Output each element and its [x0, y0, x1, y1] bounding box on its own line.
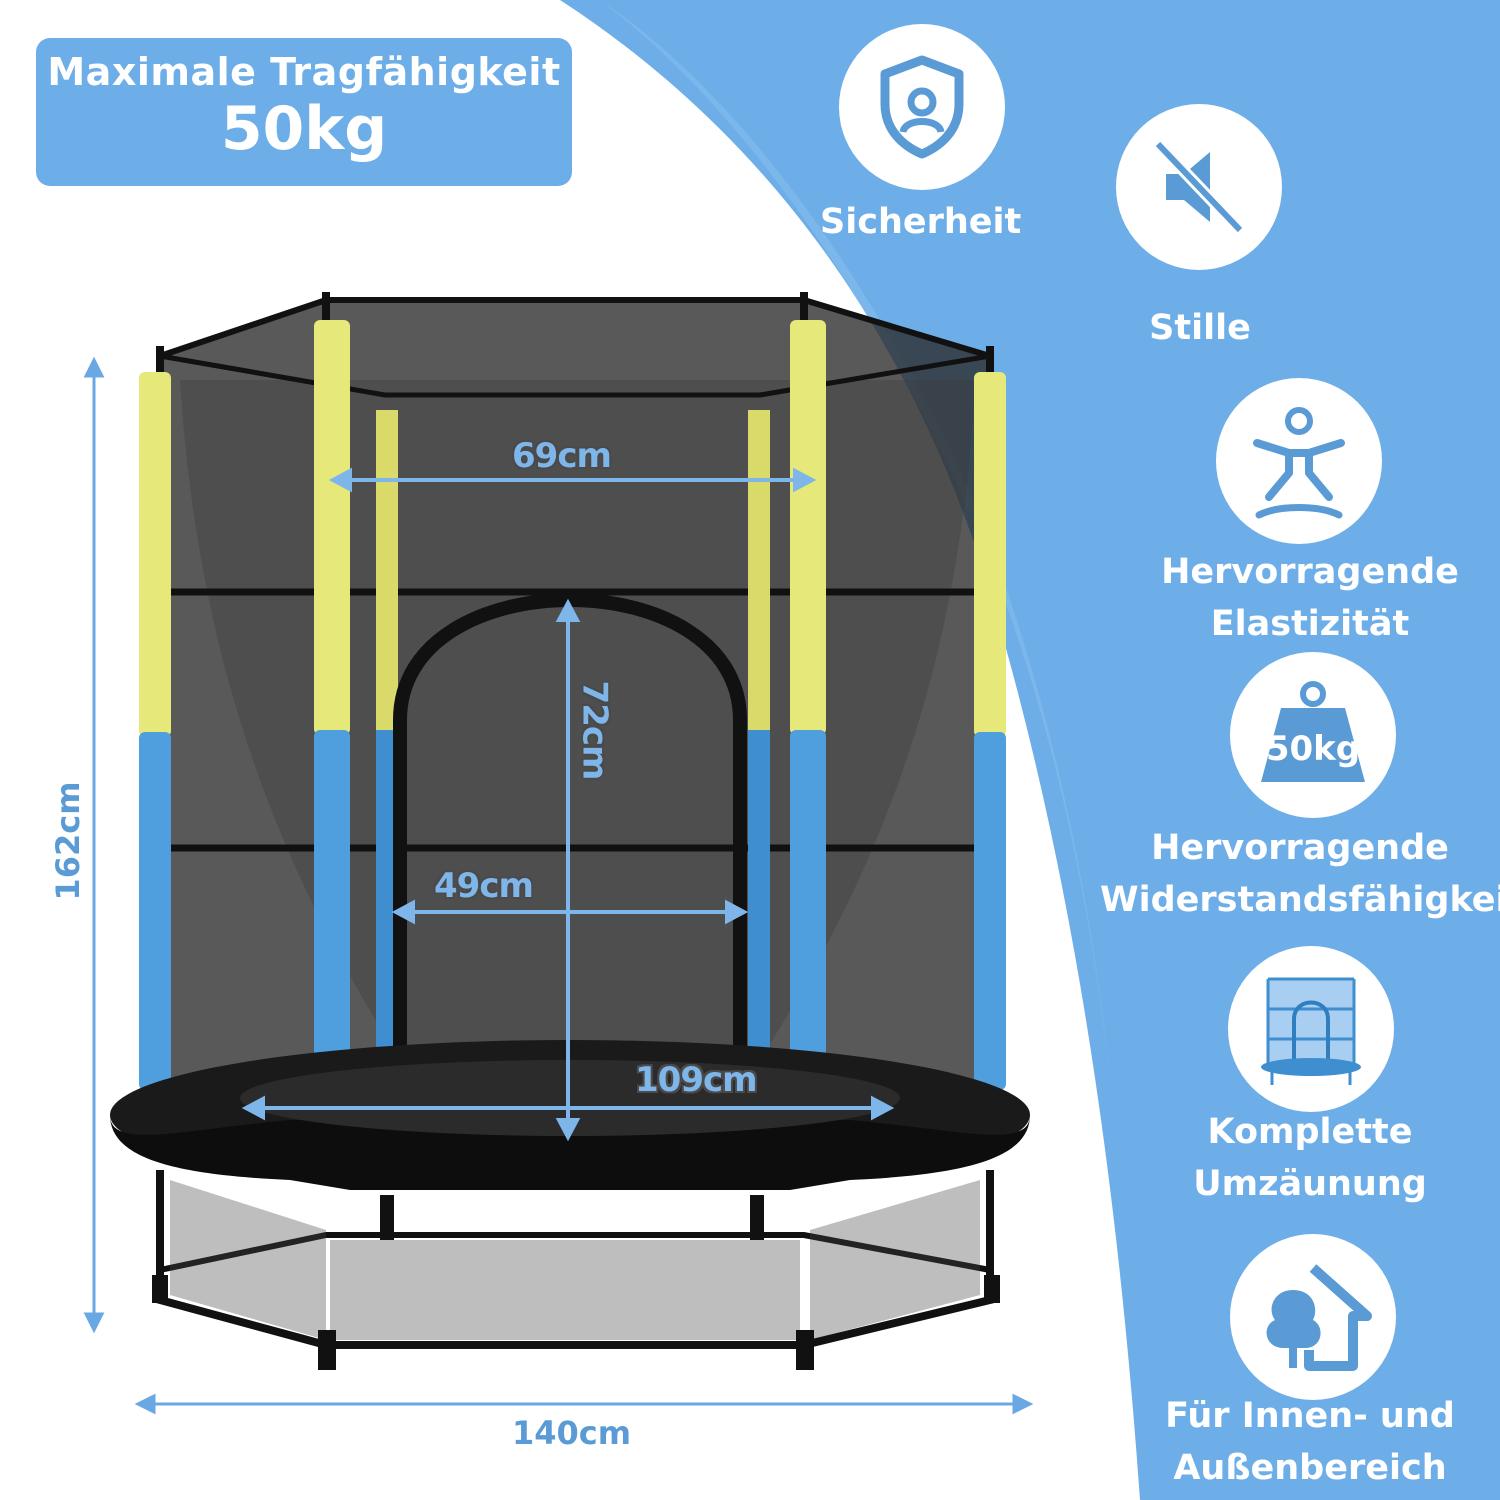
- trampoline-enclosure-icon: [1261, 977, 1361, 1085]
- elasticity-feature-label: Hervorragende Elastizität: [1161, 552, 1459, 644]
- door-arch: [393, 593, 747, 1140]
- safety-feature-label: Sicherheit: [820, 202, 1022, 242]
- durability-feature-label: Hervorragende Widerstandsfähigkei: [1100, 828, 1500, 920]
- durability-feature-circle: 50kg: [1230, 652, 1396, 818]
- safety-feature-circle: [839, 24, 1005, 190]
- silence-feature-circle: [1116, 104, 1282, 270]
- shield-person-icon: [880, 55, 964, 159]
- safety-net: [160, 300, 990, 1130]
- dimension-top-width: 69cm: [512, 436, 612, 476]
- mute-speaker-icon: [1153, 139, 1245, 235]
- indoor-outdoor-feature-label: Für Innen- und Außenbereich: [1165, 1396, 1455, 1488]
- dimension-total-height: 162cm: [49, 781, 87, 901]
- padded-pole-left: [139, 346, 171, 1090]
- dimension-door-width: 49cm: [434, 866, 534, 906]
- enclosure-feature-circle: [1228, 946, 1394, 1112]
- padded-pole-right: [974, 346, 1006, 1090]
- weight-icon-text: 50kg: [1266, 729, 1360, 769]
- max-capacity-banner: Maximale Tragfähigkeit 50kg: [36, 38, 572, 186]
- indoor-outdoor-feature-circle: [1230, 1234, 1396, 1400]
- silence-feature-label: Stille: [1149, 308, 1251, 348]
- tree-house-icon: [1266, 1264, 1372, 1371]
- dimension-door-height: 72cm: [574, 680, 615, 780]
- max-capacity-value: 50kg: [220, 94, 388, 164]
- max-capacity-title: Maximale Tragfähigkeit: [47, 50, 561, 94]
- elasticity-feature-circle: [1216, 378, 1382, 544]
- jumping-person-icon: [1253, 407, 1345, 519]
- blue-wave-background: [560, 0, 1500, 1500]
- padded-pole-front-right: [790, 292, 826, 1145]
- padded-pole-front-left: [314, 292, 350, 1145]
- dimension-mat-diameter: 109cm: [635, 1060, 758, 1100]
- weight-icon: 50kg: [1261, 681, 1365, 782]
- dimension-total-width: 140cm: [512, 1414, 632, 1452]
- enclosure-feature-label: Komplette Umzäunung: [1193, 1112, 1427, 1204]
